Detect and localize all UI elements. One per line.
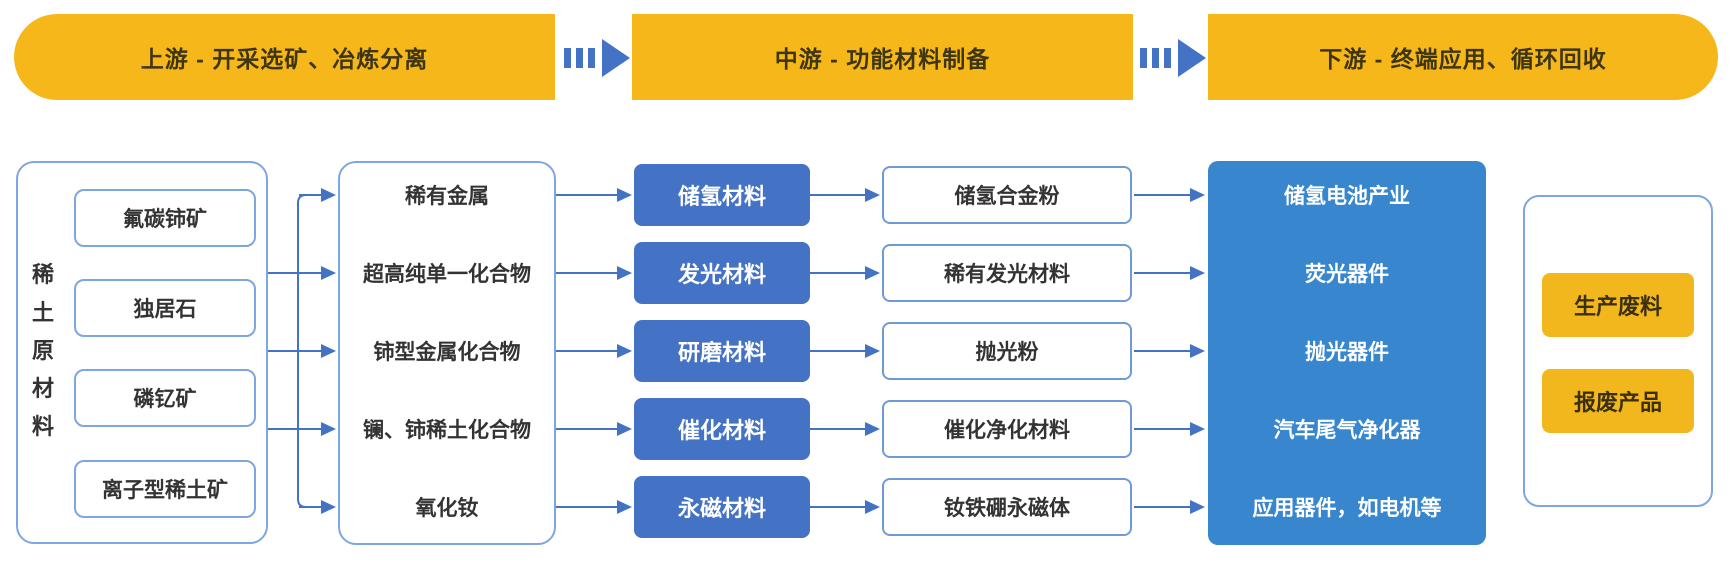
- separated-product-item: 氧化钕: [415, 497, 479, 520]
- intermediate-product-box: 钕铁硼永磁体: [882, 478, 1132, 536]
- separated-product-item: 稀有金属: [405, 185, 489, 208]
- raw-materials-group-label: 稀土原材料: [31, 262, 54, 439]
- separated-product-item: 铈型金属化合物: [373, 341, 521, 364]
- application-item: 应用器件，如电机等: [1252, 497, 1442, 520]
- arrow-head: [1178, 39, 1206, 77]
- applications-box: [1208, 161, 1486, 545]
- stage-pill-midstream: 中游 - 功能材料制备: [632, 14, 1133, 100]
- separated-products-frame: [338, 161, 556, 545]
- arrow-dash: [1140, 48, 1147, 68]
- recycle-box: 报废产品: [1542, 369, 1694, 433]
- application-item: 荧光器件: [1305, 263, 1389, 286]
- arrow-dash: [1164, 48, 1171, 68]
- application-item: 汽车尾气净化器: [1273, 419, 1421, 442]
- flow-arrow-icon: [564, 38, 630, 78]
- arrow-dash: [1152, 48, 1159, 68]
- ore-box: 离子型稀土矿: [74, 460, 256, 518]
- intermediate-product-box: 储氢合金粉: [882, 166, 1132, 224]
- functional-material-box: 储氢材料: [634, 164, 810, 226]
- intermediate-product-box: 催化净化材料: [882, 400, 1132, 458]
- functional-material-box: 永磁材料: [634, 476, 810, 538]
- stage-pill-downstream-label: 下游 - 终端应用、循环回收: [1319, 46, 1607, 72]
- ore-box: 磷钇矿: [74, 369, 256, 427]
- separated-product-item: 超高纯单一化合物: [363, 263, 531, 286]
- intermediate-product-box: 稀有发光材料: [882, 244, 1132, 302]
- functional-material-box: 催化材料: [634, 398, 810, 460]
- functional-material-box: 发光材料: [634, 242, 810, 304]
- recycling-frame: [1523, 195, 1713, 507]
- stage-pill-downstream: 下游 - 终端应用、循环回收: [1208, 14, 1718, 100]
- intermediate-product-box: 抛光粉: [882, 322, 1132, 380]
- stage-pill-upstream-label: 上游 - 开采选矿、冶炼分离: [140, 46, 429, 72]
- arrow-dash: [588, 48, 595, 68]
- recycle-box: 生产废料: [1542, 273, 1694, 337]
- ore-box: 独居石: [74, 279, 256, 337]
- functional-material-box: 研磨材料: [634, 320, 810, 382]
- stage-pill-midstream-label: 中游 - 功能材料制备: [774, 46, 991, 72]
- separated-product-item: 镧、铈稀土化合物: [363, 419, 531, 442]
- arrow-head: [602, 39, 630, 77]
- application-item: 抛光器件: [1305, 341, 1389, 364]
- arrow-dash: [576, 48, 583, 68]
- ore-box: 氟碳铈矿: [74, 189, 256, 247]
- application-item: 储氢电池产业: [1284, 185, 1410, 208]
- stage-pill-upstream: 上游 - 开采选矿、冶炼分离: [14, 14, 555, 100]
- arrow-dash: [564, 48, 571, 68]
- flow-arrow-icon: [1140, 38, 1206, 78]
